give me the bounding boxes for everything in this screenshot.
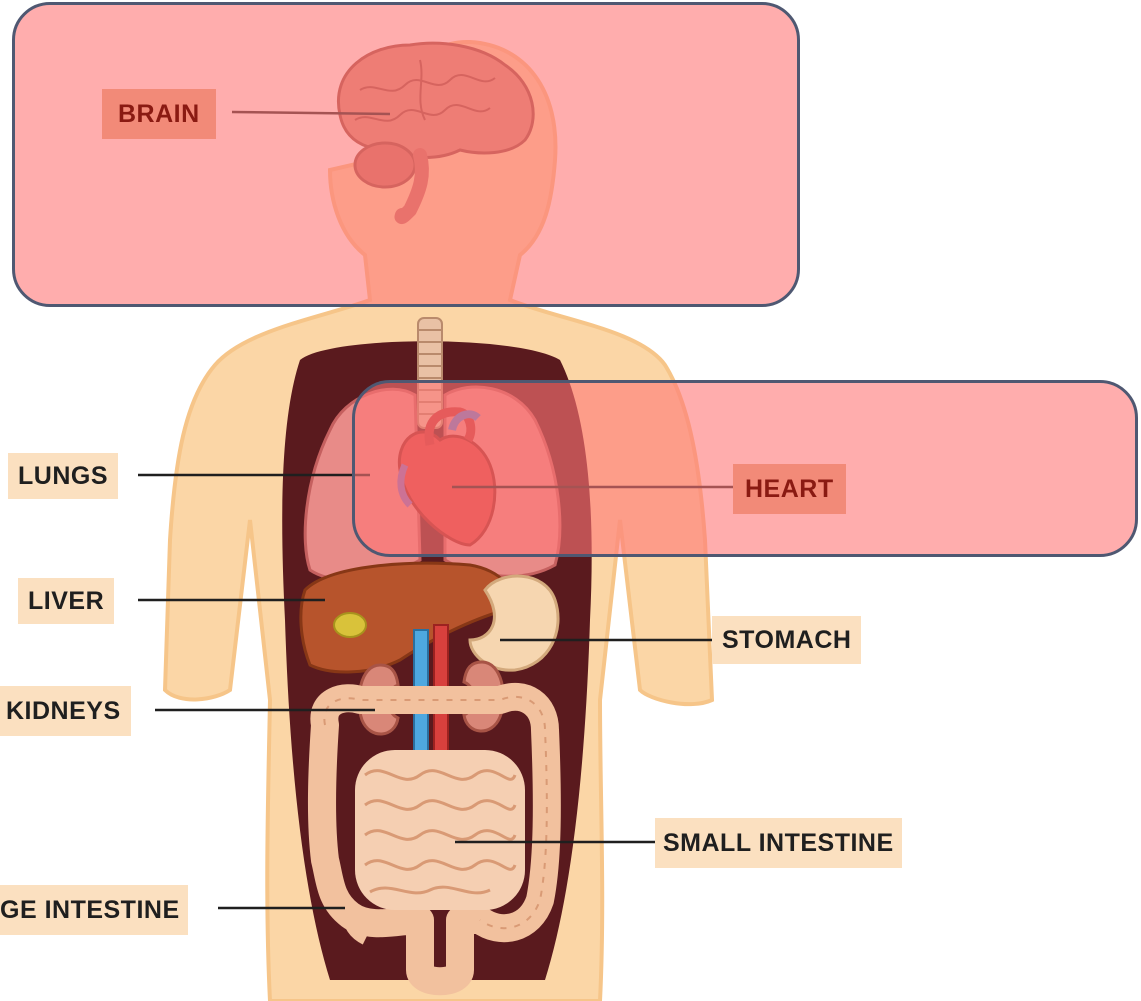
small-intestine-label: SMALL INTESTINE: [655, 818, 902, 868]
lungs-label: LUNGS: [8, 453, 118, 499]
liver-label: LIVER: [18, 578, 114, 624]
heart-label: HEART: [733, 464, 846, 514]
brain-label: BRAIN: [102, 89, 216, 139]
large-intestine-label: GE INTESTINE: [0, 885, 188, 935]
gallbladder-shape: [334, 613, 366, 637]
stomach-label: STOMACH: [712, 616, 861, 664]
brain-highlight-overlay[interactable]: [12, 2, 800, 307]
kidneys-label: KIDNEYS: [0, 686, 131, 736]
small-intestine-shape: [355, 750, 525, 910]
